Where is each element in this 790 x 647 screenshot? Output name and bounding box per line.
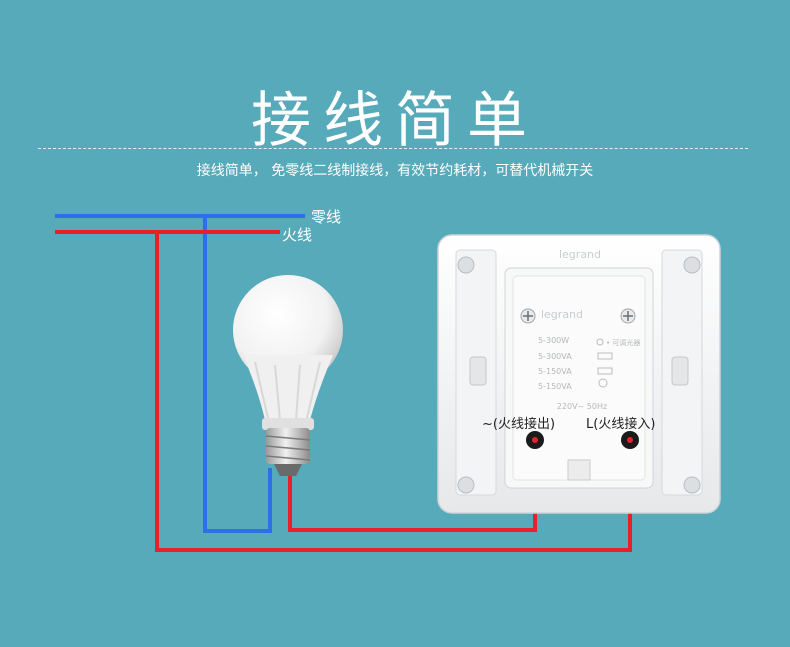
page-subtitle: 接线简单， 免零线二线制接线，有效节约耗材，可替代机械开关 (196, 163, 594, 179)
switch-spec-3: 5-150VA (538, 367, 572, 376)
page-title: 接线简单 (251, 86, 539, 156)
terminal-in-label: L(火线接入) (586, 417, 656, 432)
spec-icons (596, 338, 613, 388)
switch-rating: 220V~ 50Hz (557, 402, 607, 411)
terminal-in (621, 431, 639, 449)
switch-adjustable-note: • 可调光器 (606, 338, 640, 347)
switch-spec-1: 5-300W (538, 336, 569, 345)
terminal-out-label: ~(火线接出) (482, 417, 556, 432)
light-bulb (233, 275, 343, 476)
switch-spec-4: 5-150VA (538, 382, 572, 391)
neutral-wire-label: 零线 (311, 208, 342, 226)
switch-module (437, 234, 721, 514)
switch-brand-top: legrand (559, 248, 601, 261)
live-wire-label: 火线 (282, 226, 313, 244)
switch-brand-label: legrand (541, 308, 583, 321)
neutral-wire (55, 214, 305, 533)
terminal-out (526, 431, 544, 449)
switch-spec-2: 5-300VA (538, 352, 572, 361)
title-divider (38, 148, 748, 149)
